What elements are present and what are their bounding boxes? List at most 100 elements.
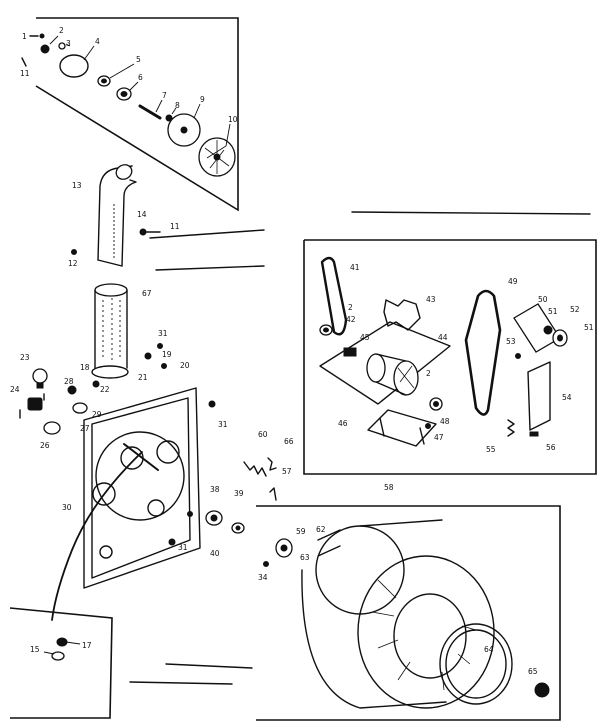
screw-part-34[interactable] [263, 561, 269, 567]
label-56: 56 [546, 443, 556, 452]
exhaust-duct-part-13[interactable] [97, 162, 137, 267]
label-59: 59 [296, 527, 306, 536]
screw-part-31-low[interactable] [168, 538, 176, 546]
label-27: 27 [80, 424, 90, 433]
label-17: 17 [82, 641, 92, 650]
clamp-parts-18-21[interactable] [91, 343, 167, 379]
bearing-part-6[interactable] [116, 87, 132, 101]
pulley-part-42[interactable] [319, 324, 333, 336]
label-1: 1 [22, 32, 27, 41]
label-13: 13 [72, 181, 82, 190]
label-2-right: 2 [348, 303, 353, 312]
socket-part-24[interactable] [27, 397, 43, 411]
label-40: 40 [210, 549, 220, 558]
screw-part-1[interactable] [29, 33, 45, 39]
bearing-part-38[interactable] [205, 510, 223, 526]
label-18: 18 [80, 363, 90, 372]
seal-part-63[interactable] [317, 545, 341, 557]
lever-part-15[interactable] [51, 651, 65, 661]
clip-part-22[interactable] [92, 380, 100, 388]
label-55: 55 [486, 445, 496, 454]
pulley-part-48[interactable] [429, 397, 443, 411]
glide-part-65[interactable] [534, 682, 550, 698]
clip-part-37[interactable] [269, 487, 277, 501]
label-46: 46 [338, 419, 348, 428]
bracket-part-43[interactable] [383, 299, 421, 331]
label-7: 7 [162, 91, 167, 100]
spring-part-55[interactable] [507, 419, 515, 437]
clip-part-56[interactable] [529, 431, 539, 437]
vent-tube-part-67[interactable] [94, 283, 128, 369]
drum-bearing-part-59[interactable] [275, 538, 293, 558]
label-4: 4 [95, 37, 100, 46]
light-bulb-part-23[interactable] [32, 368, 48, 389]
label-23: 23 [20, 353, 30, 362]
front-seal-part-64[interactable] [439, 623, 513, 705]
screw-part-31-right[interactable] [208, 400, 216, 408]
spring-part-60[interactable] [243, 461, 267, 477]
cover-part-26[interactable] [43, 421, 61, 435]
label-3: 3 [66, 39, 71, 48]
wire-harness [51, 451, 143, 621]
drum-inset [256, 505, 561, 721]
motor-drive-inset [303, 239, 597, 475]
nut-part-2[interactable] [40, 44, 50, 54]
label-9: 9 [200, 95, 205, 104]
screw-part-40[interactable] [187, 511, 193, 517]
gasket-ring-part-4[interactable] [59, 54, 89, 78]
label-65: 65 [528, 667, 538, 676]
label-8: 8 [175, 101, 180, 110]
washer-part-51[interactable] [543, 325, 553, 335]
label-14: 14 [137, 210, 147, 219]
washer-part-3[interactable] [58, 42, 66, 50]
label-30: 30 [62, 503, 72, 512]
motor-part-45[interactable] [343, 347, 419, 396]
drive-belt-part-41[interactable] [320, 256, 348, 336]
shaft-part-7[interactable] [138, 104, 162, 120]
label-53: 53 [506, 337, 516, 346]
label-48: 48 [440, 417, 450, 426]
label-31-low: 31 [178, 543, 188, 552]
label-50: 50 [538, 295, 548, 304]
label-44: 44 [438, 333, 448, 342]
seal-part-62[interactable] [317, 529, 341, 541]
label-2: 2 [59, 26, 64, 35]
bearing-part-5[interactable] [97, 75, 111, 87]
idler-bracket-part-54[interactable] [527, 361, 551, 431]
label-45: 45 [360, 333, 370, 342]
label-51: 51 [548, 307, 558, 316]
plate-part-9[interactable] [167, 113, 201, 147]
idler-pulley-part-52[interactable] [552, 329, 568, 347]
button-part-29[interactable] [72, 402, 88, 414]
motor-bracket-part-46[interactable] [367, 409, 437, 447]
label-41: 41 [350, 263, 360, 272]
screw-part-17-left[interactable] [19, 393, 45, 419]
switch-part-28[interactable] [67, 385, 77, 395]
washer-part-39[interactable] [231, 522, 245, 534]
drum-part-58[interactable] [301, 519, 495, 709]
clip-part-8[interactable] [165, 114, 173, 122]
motor-mount-plate-part-44[interactable] [319, 321, 451, 405]
screw-part-47[interactable] [425, 423, 431, 429]
drum-belt-part-49[interactable] [464, 289, 502, 416]
screw-part-14[interactable] [139, 228, 161, 236]
label-11-inset: 11 [20, 69, 30, 78]
label-64: 64 [484, 645, 494, 654]
screw-part-12[interactable] [71, 249, 77, 255]
bulkhead-panel-part-30[interactable] [83, 387, 201, 589]
label-5: 5 [136, 55, 141, 64]
label-66: 66 [284, 437, 294, 446]
leader-lines-top [49, 35, 231, 147]
bracket-part-66[interactable] [267, 457, 277, 471]
label-43: 43 [426, 295, 436, 304]
blower-wheel-part-10[interactable] [198, 137, 236, 177]
reference-lines-bottom [129, 663, 253, 685]
screw-part-53[interactable] [515, 353, 521, 359]
label-38: 38 [210, 485, 220, 494]
switch-part-17[interactable] [56, 637, 68, 647]
label-26: 26 [40, 441, 50, 450]
reference-lines-mid [149, 211, 591, 271]
label-67: 67 [142, 289, 152, 298]
screw-part-11-inset[interactable] [21, 57, 27, 67]
